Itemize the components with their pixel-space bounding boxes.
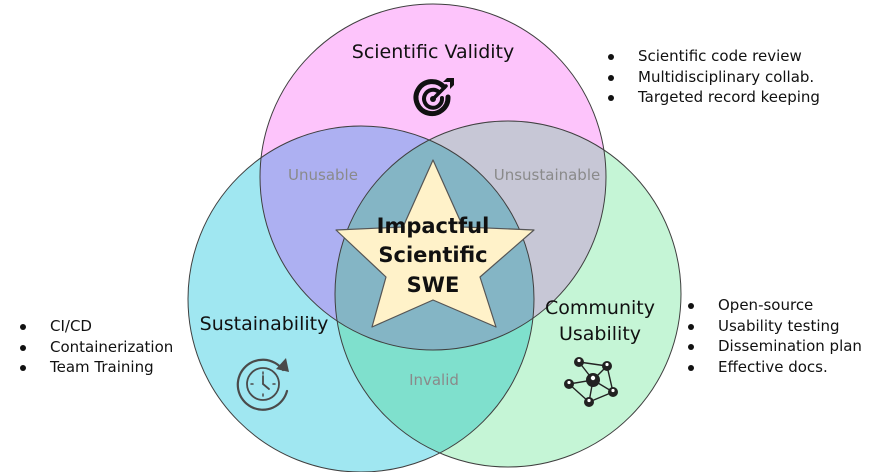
list-item: Effective docs. (684, 357, 862, 378)
target-arrow-icon (413, 78, 454, 117)
center-label-scientific: Scientific (378, 243, 487, 267)
list-item: Usability testing (684, 316, 862, 337)
list-sustainability: CI/CD Containerization Team Training (16, 316, 173, 378)
title-usability: Usability (559, 323, 641, 345)
center-label-swe: SWE (407, 273, 460, 297)
title-community: Community (545, 297, 655, 319)
list-item: Multidisciplinary collab. (604, 67, 820, 88)
list-item: Containerization (16, 337, 173, 358)
label-unsustainable: Unsustainable (494, 166, 600, 184)
clock-refresh-icon (236, 358, 289, 411)
list-item: Scientific code review (604, 46, 820, 67)
people-network-icon (564, 357, 618, 407)
list-item: CI/CD (16, 316, 173, 337)
list-item: Open-source (684, 295, 862, 316)
label-invalid: Invalid (409, 371, 459, 389)
center-label-impactful: Impactful (377, 214, 490, 238)
center-star (335, 159, 535, 328)
list-item: Targeted record keeping (604, 87, 820, 108)
list-community-usability: Open-source Usability testing Disseminat… (684, 295, 862, 377)
list-item: Dissemination plan (684, 336, 862, 357)
title-scientific-validity: Scientific Validity (352, 41, 514, 63)
label-unusable: Unusable (288, 166, 358, 184)
title-sustainability: Sustainability (200, 313, 329, 335)
list-item: Team Training (16, 357, 173, 378)
list-scientific-validity: Scientific code review Multidisciplinary… (604, 46, 820, 108)
